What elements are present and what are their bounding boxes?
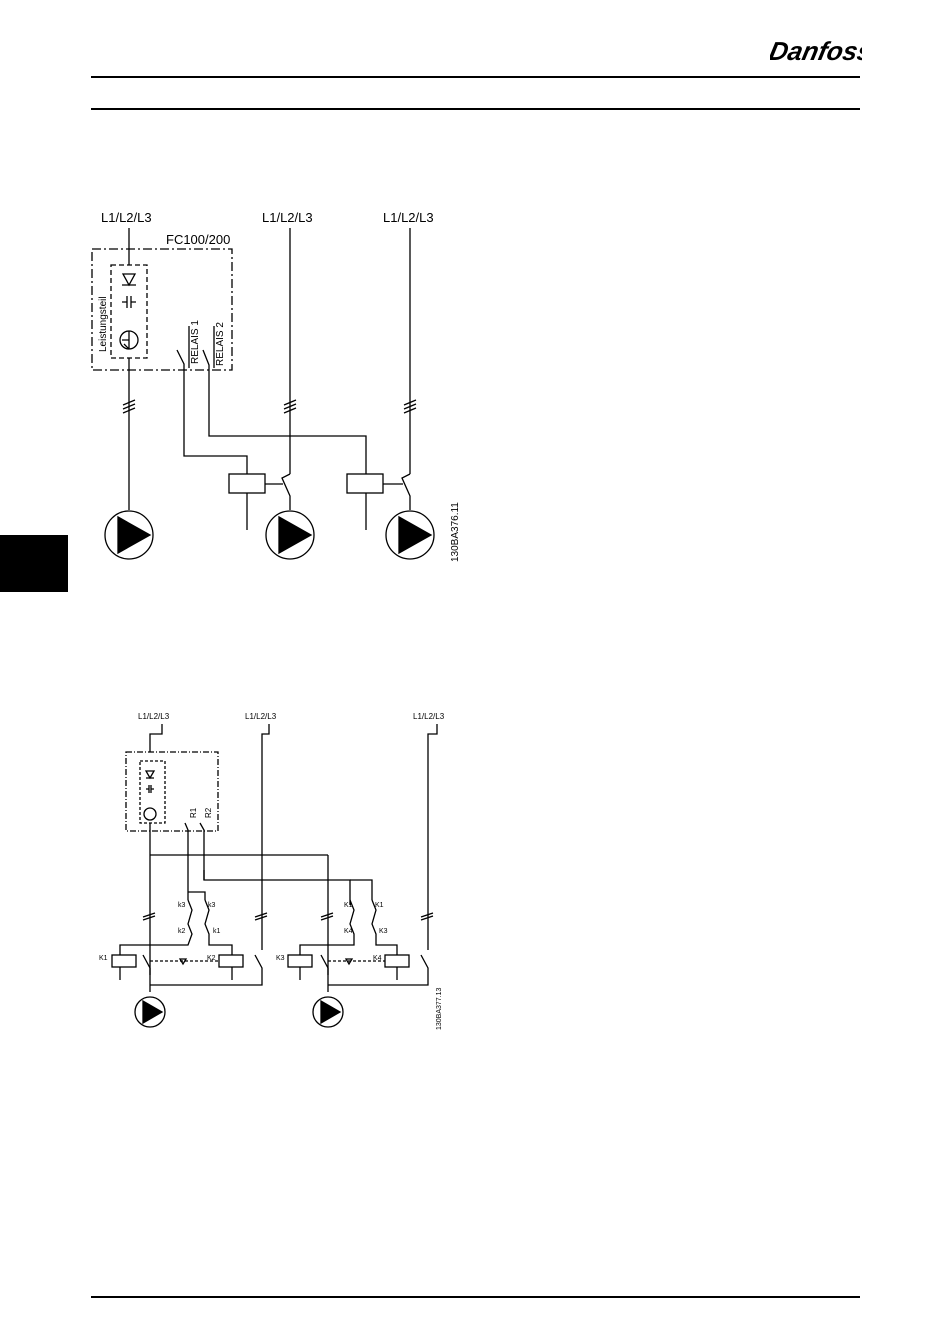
fig2-contactor-k3 [288, 955, 312, 967]
fig2-relay-label-2: R2 [204, 807, 213, 818]
fig2-contactor-label-3: K3 [276, 955, 285, 962]
fig2-supply-label-3: L1/L2/L3 [413, 712, 445, 721]
fig2-figure-code: 130BA377.13 [436, 987, 443, 1030]
fig1-figure-code: 130BA376.11 [450, 502, 461, 562]
fig2-relay-label-1: R1 [189, 807, 198, 818]
fig2-contact-label-3: k2 [178, 928, 186, 935]
fig1-contactor-1 [229, 474, 265, 493]
fig1-pump-2 [266, 511, 314, 559]
fig1-relay-switch-1 [177, 350, 247, 474]
fig2-contact-label-4: k1 [213, 928, 221, 935]
fig2-contactor-k1 [112, 955, 136, 967]
fig2-supply-label-2: L1/L2/L3 [245, 712, 277, 721]
fig1-supply-label-1: L1/L2/L3 [101, 210, 152, 225]
fig1-power-section-label: Leistungsteil [98, 296, 109, 352]
fig1-contact-2 [383, 474, 410, 510]
fig1-pump-3 [386, 511, 434, 559]
fig1-relay-label-1: RELAIS 1 [190, 320, 201, 364]
fig1-drive-label: FC100/200 [166, 232, 230, 247]
fig1-drive-enclosure [92, 249, 232, 370]
fig1-relay-label-2: RELAIS 2 [215, 322, 226, 366]
fig2-contactor-label-1: K1 [99, 955, 108, 962]
fig1-contactor-2 [347, 474, 383, 493]
fig2-supply-label-1: L1/L2/L3 [138, 712, 170, 721]
fig2-pump-2 [313, 997, 343, 1027]
fig2-contact-label-8: K3 [379, 928, 388, 935]
fig1-pump-1 [105, 511, 153, 559]
fig1-supply-label-3: L1/L2/L3 [383, 210, 434, 225]
fig1-diode-symbol [122, 274, 136, 285]
fig1-capacitor-symbol [122, 296, 136, 308]
fig2-contact-label-1: k3 [178, 902, 186, 909]
fig1-supply-label-2: L1/L2/L3 [262, 210, 313, 225]
fig2-contact-label-2: k3 [208, 902, 216, 909]
fig2-contactor-k4 [385, 955, 409, 967]
fig2-pump-1 [135, 997, 165, 1027]
fig2-contactor-k2 [219, 955, 243, 967]
fig1-contact-1 [265, 474, 290, 510]
fig2-contact-label-6: K1 [375, 902, 384, 909]
